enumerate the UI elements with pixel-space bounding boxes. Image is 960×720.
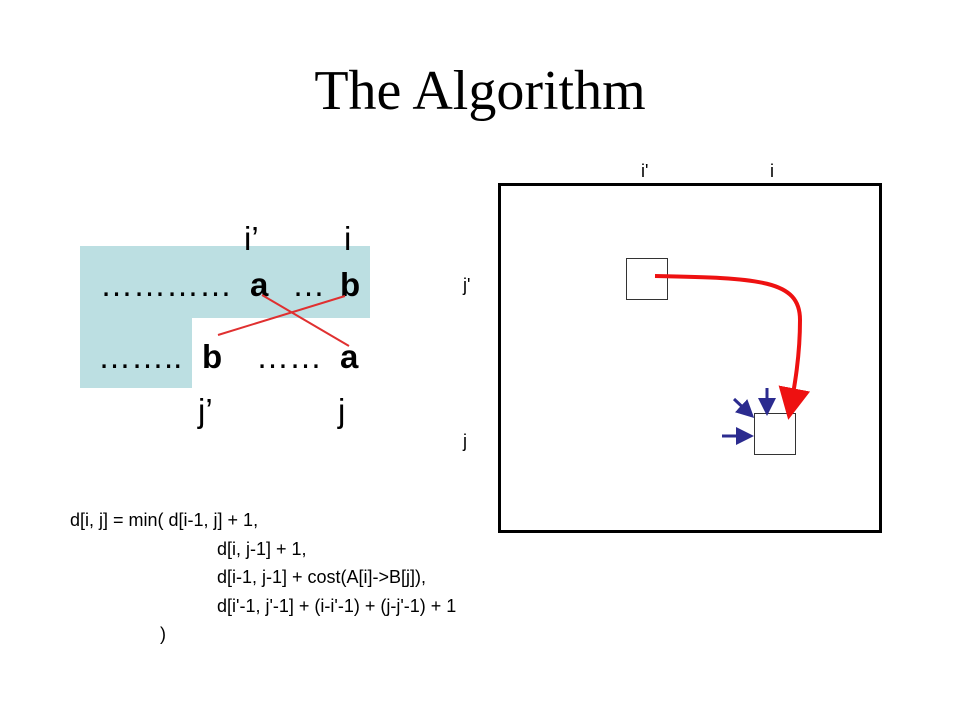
- formula-line-4: d[i'-1, j'-1] + (i-i'-1) + (j-j'-1) + 1: [217, 596, 457, 616]
- matrix-col-label-i-prime: i': [641, 161, 649, 181]
- cell-i-prime-j-prime: [626, 258, 668, 300]
- string-a-dots-1: …………: [100, 266, 232, 303]
- string-a-char-a: a: [250, 266, 269, 303]
- matrix-row-label-j: j: [463, 431, 467, 451]
- crossing-line-b: [217, 295, 346, 336]
- formula-line-2: d[i, j-1] + 1,: [217, 539, 307, 559]
- formula-line-5: ): [160, 624, 166, 644]
- cell-i-j: [754, 413, 796, 455]
- matrix-col-label-i: i: [770, 161, 774, 181]
- string-b-dots-2: ……: [256, 338, 322, 375]
- crossing-line-a: [261, 294, 350, 347]
- label-i-prime-top: i’: [244, 220, 259, 257]
- string-b-char-b: b: [202, 338, 223, 375]
- string-a-highlight: [80, 246, 370, 318]
- string-b-dots-1: ……..: [98, 338, 183, 375]
- slide-title: The Algorithm: [314, 60, 646, 122]
- arrow-from-diagonal: [732, 397, 755, 419]
- label-j-prime-bottom: j’: [198, 392, 213, 429]
- label-i-top: i: [344, 220, 352, 257]
- matrix-row-label-j-prime: j': [463, 275, 471, 295]
- string-b-highlight: [80, 318, 192, 388]
- string-a-dots-2: …: [292, 266, 325, 303]
- label-j-bottom: j: [338, 392, 346, 429]
- cross-lines: [217, 294, 350, 347]
- alignment-diagram: i’ i ………… a … b …….. b …… a j’ j: [0, 0, 480, 440]
- string-b-char-a: a: [340, 338, 359, 375]
- formula-line-3: d[i-1, j-1] + cost(A[i]->B[j]),: [217, 567, 427, 587]
- dp-matrix: [498, 183, 882, 533]
- string-a-char-b: b: [340, 266, 361, 303]
- formula-line-1: d[i, j] = min( d[i-1, j] + 1,: [70, 510, 259, 530]
- curve-arrow: [654, 274, 811, 420]
